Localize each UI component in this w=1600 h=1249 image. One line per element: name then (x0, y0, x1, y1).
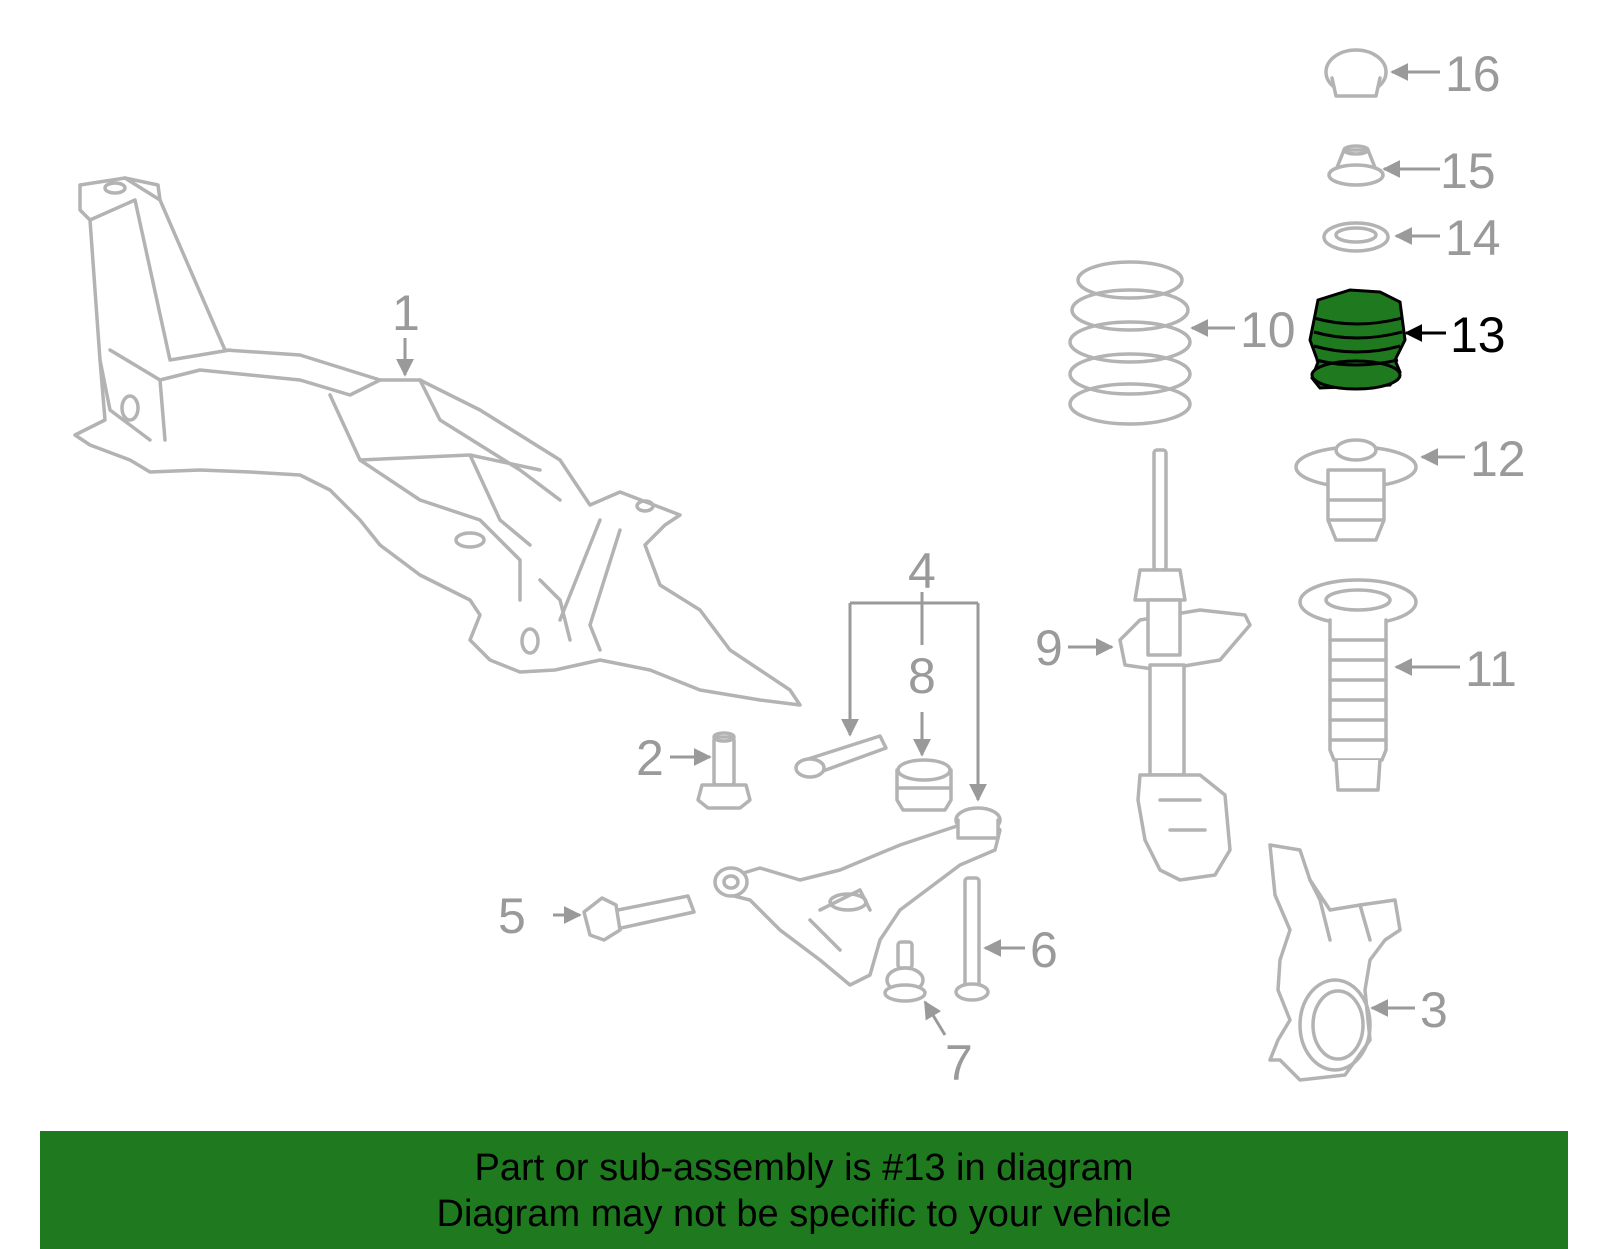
callout-7: 7 (945, 1035, 973, 1091)
part-1-crossmember (73, 176, 802, 707)
callout-labels: 1 2 3 4 5 6 7 8 9 10 11 12 13 14 15 16 (392, 46, 1526, 1091)
part-12-strut-mount (1294, 438, 1418, 542)
callout-2: 2 (636, 730, 664, 786)
callout-10: 10 (1240, 302, 1296, 358)
banner-line-disclaimer: Diagram may not be specific to your vehi… (436, 1193, 1172, 1235)
callout-6: 6 (1030, 922, 1058, 978)
part-3-knuckle (1268, 843, 1402, 1082)
callout-11: 11 (1465, 641, 1517, 697)
part-2-bolt (696, 731, 752, 810)
part-15-bushing (1327, 144, 1385, 187)
part-4-cotter-pin (794, 734, 888, 779)
callout-15: 15 (1440, 143, 1496, 199)
callout-5: 5 (498, 888, 526, 944)
part-6-long-bolt (954, 876, 990, 1002)
part-16-cap (1324, 48, 1388, 98)
callout-13: 13 (1450, 307, 1506, 363)
part-13-bump-stop (1308, 288, 1407, 391)
leader-lines (396, 63, 1465, 1036)
callout-4: 4 (908, 543, 936, 599)
part-7-ball-joint (883, 940, 927, 1003)
part-10-coil-spring (1068, 260, 1192, 426)
callout-12: 12 (1470, 431, 1526, 487)
callout-8: 8 (908, 648, 936, 704)
callout-3: 3 (1420, 982, 1448, 1038)
part-11-dust-boot (1298, 578, 1418, 792)
part-5-bolt (582, 894, 696, 942)
callout-14: 14 (1445, 210, 1501, 266)
callout-16: 16 (1445, 46, 1501, 102)
part-14-washer (1322, 221, 1390, 253)
banner-line-part: Part or sub-assembly is #13 in diagram (474, 1147, 1134, 1189)
callout-9: 9 (1035, 620, 1063, 676)
part-info-banner: Part or sub-assembly is #13 in diagram D… (40, 1131, 1568, 1249)
part-lower-control-arm (713, 806, 1002, 987)
callout-1: 1 (392, 285, 420, 341)
part-8-bushing (895, 758, 953, 812)
part-9-strut (1118, 448, 1252, 882)
